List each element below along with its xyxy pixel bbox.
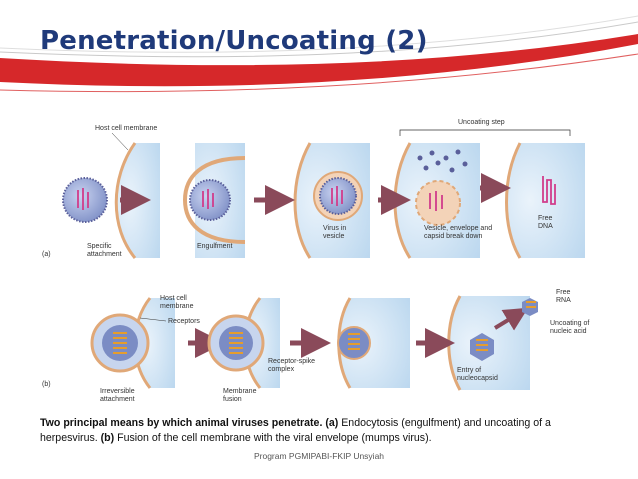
uncoating-bracket (400, 130, 570, 136)
label-host-membrane-a: Host cell membrane (95, 125, 157, 132)
label-engulfment: Engulfment (197, 243, 232, 250)
label-vesicle-break-2: capsid break down (424, 233, 482, 240)
label-entry-2: nucleocapsid (457, 375, 498, 382)
label-uncoating-rna-2: nucleic acid (550, 328, 587, 335)
nucleocapsid-b3 (338, 327, 370, 359)
label-receptor-spike-1: Receptor-spike (268, 358, 315, 365)
mumps-virus-b1 (92, 315, 148, 371)
cell-a5 (507, 143, 586, 258)
label-irreversible-2: attachment (100, 396, 135, 403)
label-membrane-fusion-1: Membrane (223, 388, 257, 395)
mumps-virus-b2 (209, 316, 263, 370)
label-vesicle-break-1: Vesicle, envelope and (424, 225, 492, 232)
label-virus-vesicle-2: vesicle (323, 233, 345, 240)
herpesvirus-a1 (63, 178, 107, 222)
label-virus-vesicle-1: Virus in (323, 225, 346, 232)
label-specific-2: attachment (87, 251, 122, 258)
caption-b-tag: (b) (101, 432, 115, 444)
label-entry-1: Entry of (457, 367, 481, 374)
footer-text: Program PGMIPABI-FKIP Unsyiah (0, 451, 638, 461)
page-title: Penetration/Uncoating (2) (40, 26, 428, 56)
label-host-membrane-b2: membrane (160, 303, 194, 310)
herpesvirus-a2 (190, 180, 230, 220)
panel-a-tag: (a) (42, 251, 51, 258)
caption-a-tag: (a) (325, 417, 338, 429)
virus-penetration-figure: Host cell membrane Uncoating step (40, 118, 596, 408)
label-specific-1: Specific (87, 243, 112, 250)
figure-caption: Two principal means by which animal viru… (40, 416, 596, 446)
label-uncoating-rna-1: Uncoating of (550, 320, 589, 327)
caption-lead: Two principal means by which animal viru… (40, 417, 322, 429)
caption-b-text: Fusion of the cell membrane with the vir… (114, 432, 431, 444)
label-receptor-spike-2: complex (268, 366, 295, 373)
label-free-dna-1: Free (538, 215, 553, 222)
virus-in-vesicle-a3 (314, 172, 362, 220)
label-free-rna-2: RNA (556, 297, 571, 304)
label-irreversible-1: Irreversible (100, 388, 135, 395)
label-free-rna-1: Free (556, 289, 571, 296)
label-uncoating-step: Uncoating step (458, 119, 505, 126)
label-membrane-fusion-2: fusion (223, 396, 242, 403)
label-host-membrane-b1: Host cell (160, 295, 187, 302)
panel-b-tag: (b) (42, 381, 51, 388)
label-free-dna-2: DNA (538, 223, 553, 230)
label-receptors: Receptors (168, 318, 200, 325)
